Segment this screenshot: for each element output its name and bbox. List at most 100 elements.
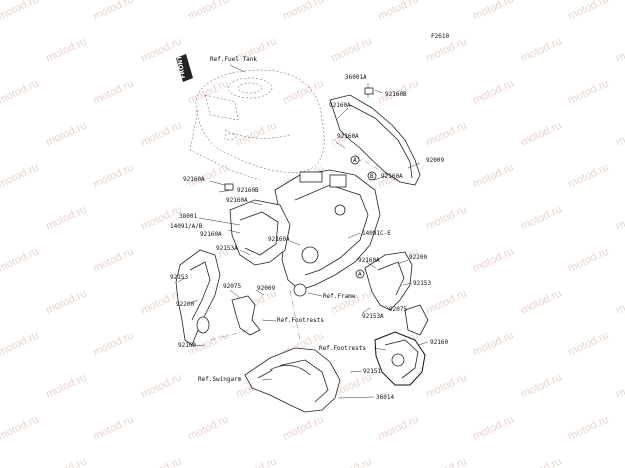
watermark-text: motod.ru xyxy=(91,0,135,23)
watermark-text: motod.ru xyxy=(566,413,610,442)
watermark-text: motod.ru xyxy=(614,119,625,148)
label-92160A-right: 92160A xyxy=(358,257,380,264)
label-92160-left: 92160 xyxy=(178,342,196,349)
watermark-text: motod.ru xyxy=(44,287,88,316)
label-92009-right: 92009 xyxy=(426,157,444,164)
watermark-text: motod.ru xyxy=(0,77,41,106)
watermark-text: motod.ru xyxy=(519,35,563,64)
watermark-text: motod.ru xyxy=(614,35,625,64)
watermark-text: motod.ru xyxy=(44,371,88,400)
right-side-cover xyxy=(364,251,413,311)
label-92160-right: 92160 xyxy=(430,339,448,346)
watermark-text: motod.ru xyxy=(424,287,468,316)
watermark-text: motod.ru xyxy=(614,371,625,400)
label-ref-frame: Ref.Frame xyxy=(323,293,356,300)
watermark-text: motod.ru xyxy=(519,371,563,400)
fuel-tank-outline xyxy=(189,69,325,181)
watermark-text: motod.ru xyxy=(614,455,625,468)
part-92160B-top-icon xyxy=(364,87,374,95)
left-side-cover xyxy=(175,249,221,346)
watermark-text: motod.ru xyxy=(471,329,515,358)
label-ref-footrests-left: Ref.Footrests xyxy=(277,317,324,324)
watermark-text: motod.ru xyxy=(566,161,610,190)
watermark-text: motod.ru xyxy=(0,0,41,23)
label-92160A-3: 92160A xyxy=(381,173,403,180)
label-ref-fuel-tank: Ref.Fuel Tank xyxy=(210,56,257,63)
watermark-text: motod.ru xyxy=(519,287,563,316)
watermark-text: motod.ru xyxy=(44,35,88,64)
label-ref-footrests-right: Ref.Footrests xyxy=(319,345,366,352)
watermark-text: motod.ru xyxy=(614,287,625,316)
watermark-text: motod.ru xyxy=(91,245,135,274)
label-92009-mid: 92009 xyxy=(257,285,275,292)
diagram-code: F2610 xyxy=(431,33,449,40)
label-92075-left: 92075 xyxy=(223,283,241,290)
label-36014: 36014 xyxy=(376,394,394,401)
watermark-text: motod.ru xyxy=(91,413,135,442)
front-label: FRONT xyxy=(176,54,187,79)
watermark-text: motod.ru xyxy=(281,413,325,442)
watermark-text: motod.ru xyxy=(0,329,41,358)
label-92200-left: 92200 xyxy=(176,301,194,308)
watermark-text: motod.ru xyxy=(44,203,88,232)
watermark-text: motod.ru xyxy=(44,119,88,148)
label-14091CE: 14091C-E xyxy=(362,230,391,237)
watermark-text: motod.ru xyxy=(0,413,41,442)
label-circle-b: B xyxy=(370,173,374,180)
watermark-text: motod.ru xyxy=(139,371,183,400)
watermark-text: motod.ru xyxy=(424,371,468,400)
part-92160B-left-icon xyxy=(224,183,234,191)
label-92153-right: 92153 xyxy=(413,280,431,287)
watermark-text: motod.ru xyxy=(471,413,515,442)
label-92153-left: 92153 xyxy=(170,274,188,281)
label-92160A-left3: 92160A xyxy=(200,231,222,238)
watermark-text: motod.ru xyxy=(281,77,325,106)
circle-a-right-icon xyxy=(355,269,365,279)
watermark-text: motod.ru xyxy=(376,0,420,23)
watermark-text: motod.ru xyxy=(281,0,325,23)
watermark-text: motod.ru xyxy=(519,203,563,232)
label-92160B-left: 92160B xyxy=(237,187,259,194)
label-92160A-left: 92160A xyxy=(183,176,205,183)
watermark-text: motod.ru xyxy=(376,413,420,442)
watermark-text: motod.ru xyxy=(471,161,515,190)
watermark-text: motod.ru xyxy=(186,413,230,442)
watermark-text: motod.ru xyxy=(186,77,230,106)
label-36001A: 36001A xyxy=(345,74,367,81)
label-92153A-left: 92153A xyxy=(216,245,238,252)
watermark-text: motod.ru xyxy=(44,455,88,468)
watermark-text: motod.ru xyxy=(139,455,183,468)
watermark-text: motod.ru xyxy=(566,329,610,358)
left-bracket xyxy=(231,295,261,336)
right-footrest-bracket xyxy=(374,304,429,386)
frame-body xyxy=(274,169,381,297)
label-92160A-1: 92160A xyxy=(329,102,351,109)
watermark-text: motod.ru xyxy=(234,119,278,148)
watermark-text: motod.ru xyxy=(234,455,278,468)
label-92151: 92151 xyxy=(363,368,381,375)
lower-swingarm-cover xyxy=(244,347,341,413)
watermark-text: motod.ru xyxy=(566,77,610,106)
watermark-text: motod.ru xyxy=(424,455,468,468)
watermark-text: motod.ru xyxy=(139,119,183,148)
watermark-text: motod.ru xyxy=(566,245,610,274)
watermark-text: motod.ru xyxy=(0,161,41,190)
label-92160A-2: 92160A xyxy=(337,133,359,140)
upper-right-cowl xyxy=(329,94,421,186)
label-38001: 38001 xyxy=(179,213,197,220)
watermark-text: motod.ru xyxy=(471,0,515,23)
label-92200-right: 92200 xyxy=(409,254,427,261)
watermark-text: motod.ru xyxy=(329,35,373,64)
label-92153A-right: 92153A xyxy=(362,313,384,320)
circle-b-icon xyxy=(367,171,377,181)
watermark-text: motod.ru xyxy=(614,203,625,232)
label-92160A-left2: 92160A xyxy=(226,197,248,204)
left-middle-panel xyxy=(229,199,291,266)
watermark-text: motod.ru xyxy=(91,161,135,190)
watermark-text: motod.ru xyxy=(519,119,563,148)
label-circle-a-right: A xyxy=(358,271,362,278)
watermark-text: motod.ru xyxy=(91,77,135,106)
watermark-text: motod.ru xyxy=(186,0,230,23)
watermark-text: motod.ru xyxy=(519,455,563,468)
